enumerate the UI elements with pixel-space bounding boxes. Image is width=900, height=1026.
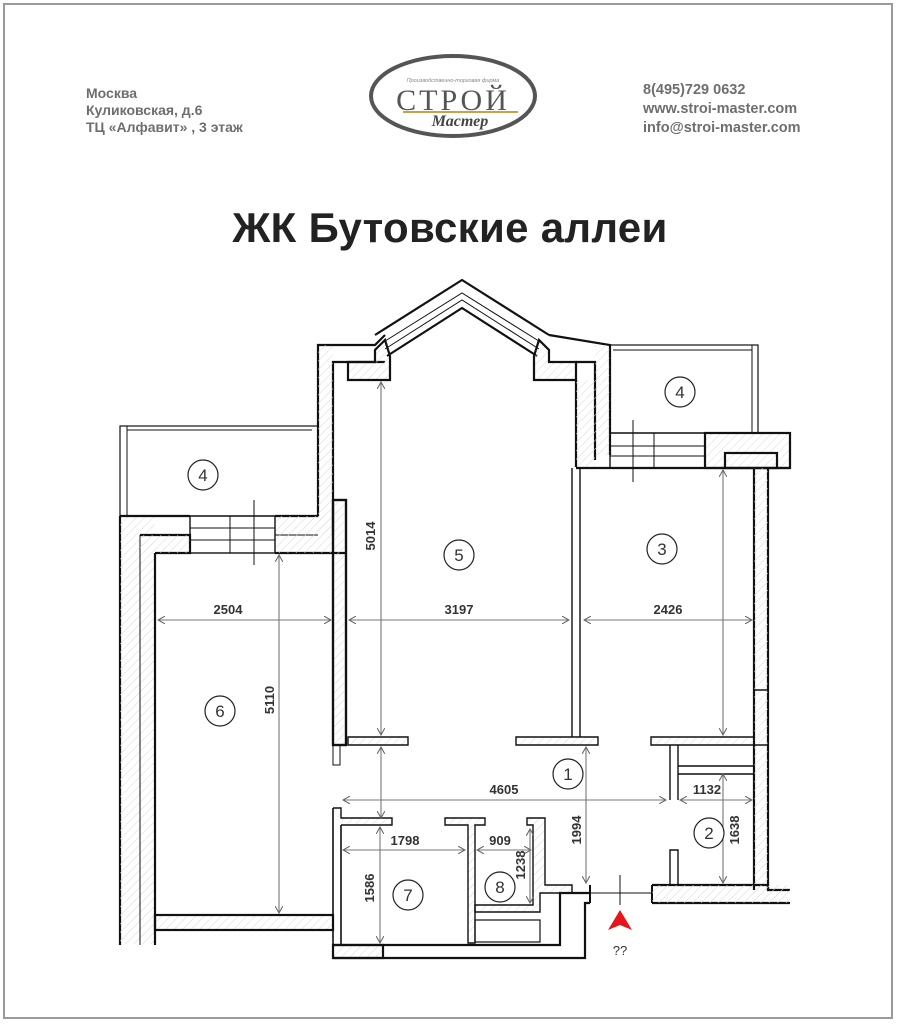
entrance-arrow-icon (608, 910, 632, 930)
room-marker-7 (392, 879, 424, 911)
dim-room6-width: 2504 (214, 602, 244, 617)
dim-room7-length: 1586 (362, 874, 377, 903)
address-street: Куликовская, д.6 (86, 102, 203, 118)
room-label-4-right: 4 (675, 383, 684, 402)
logo-tagline: Производственно-торговая фирма (407, 78, 500, 84)
dimension-lines (158, 382, 752, 943)
dim-room2-length: 1638 (727, 816, 742, 845)
room-label-2: 2 (704, 824, 713, 843)
walls (118, 278, 792, 960)
dim-room7-width: 1798 (391, 833, 420, 848)
room-marker-4-left (187, 459, 219, 491)
dim-room8-width: 909 (489, 833, 511, 848)
company-logo: Производственно-торговая фирма СТРОЙ Мас… (369, 54, 537, 138)
room-marker-4-right (664, 376, 696, 408)
room-marker-5 (443, 539, 475, 571)
dim-room3-width: 2426 (654, 602, 683, 617)
room-marker-6 (204, 695, 236, 727)
room-label-4-left: 4 (198, 466, 207, 485)
dim-room6-length: 5110 (262, 686, 277, 714)
contact-email: info@stroi-master.com (643, 120, 801, 136)
dim-room8-length: 1238 (513, 851, 528, 880)
page-frame (3, 3, 893, 1019)
room-label-1: 1 (563, 765, 572, 784)
dim-room2-width: 1132 (693, 782, 721, 797)
page-title: ЖК Бутовские аллеи (232, 204, 668, 251)
room-label-7: 7 (403, 886, 412, 905)
logo-word-master: Мастер (431, 113, 488, 130)
room-marker-3 (646, 533, 678, 565)
room-label-8: 8 (495, 878, 504, 897)
contacts-block: 8(495)729 0632 www.stroi-master.com info… (643, 81, 801, 138)
dim-room5-width: 3197 (445, 602, 474, 617)
room-markers (187, 376, 725, 911)
contact-phone: 8(495)729 0632 (643, 82, 746, 98)
room-marker-2 (693, 817, 725, 849)
address-city: Москва (86, 85, 138, 101)
dim-hall-length: 4605 (490, 782, 519, 797)
address-block: Москва Куликовская, д.6 ТЦ «Алфавит» , 3… (86, 85, 243, 136)
room-marker-1 (552, 758, 584, 790)
dim-room5-length: 5014 (363, 521, 378, 551)
dim-hall-depth: 1994 (569, 815, 584, 845)
room-marker-8 (484, 871, 516, 903)
room-label-3: 3 (657, 540, 666, 559)
address-center: ТЦ «Алфавит» , 3 этаж (86, 119, 243, 135)
room-label-6: 6 (215, 702, 224, 721)
entrance-label: ?? (613, 943, 627, 958)
contact-website: www.stroi-master.com (643, 101, 798, 117)
room-labels: 4 4 5 3 6 1 2 7 8 (198, 383, 713, 905)
dimension-labels: 2504 5110 3197 5014 2426 4605 1994 1132 … (214, 521, 742, 903)
room-label-5: 5 (454, 546, 463, 565)
